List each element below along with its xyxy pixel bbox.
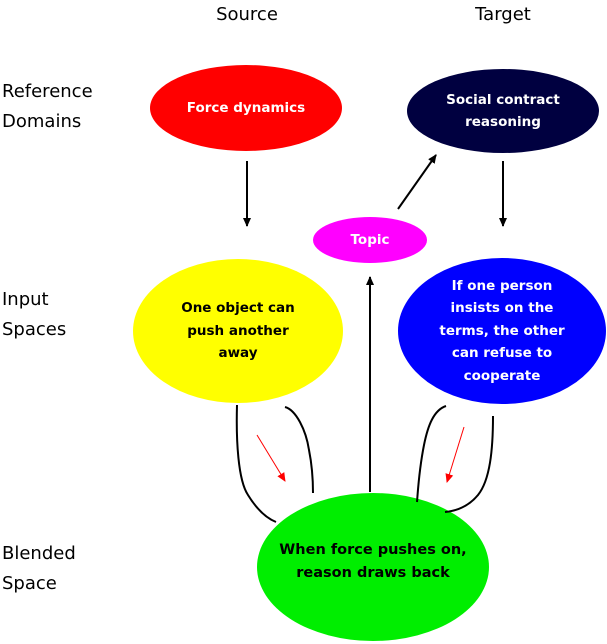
- target-input-ellipse: [398, 258, 606, 404]
- column-header-target: Target: [475, 4, 531, 25]
- topic-ellipse: [313, 217, 427, 263]
- blend-ellipse: [257, 493, 489, 641]
- projection-arrow-right: [445, 426, 465, 483]
- source-domain-label: Force dynamics: [186, 99, 306, 116]
- source-domain-ellipse: [150, 65, 342, 151]
- right-loop-inner-curve: [444, 415, 494, 513]
- target-domain-label: Social contract reasoning: [446, 91, 560, 131]
- projection-arrow-left: [256, 434, 286, 482]
- left-loop-outer-curve: [235, 404, 277, 523]
- target-domain-ellipse: [407, 69, 599, 153]
- row-label-input-spaces: Input Spaces: [2, 289, 67, 340]
- row-label-reference-domains: Reference Domains: [2, 81, 93, 132]
- arrow-topic-to-target-domain: [397, 154, 437, 210]
- topic-label: Topic: [350, 231, 390, 248]
- blend-label: When force pushes on, reason draws back: [279, 542, 467, 581]
- column-header-source: Source: [216, 4, 278, 25]
- source-input-label: One object can push another away: [181, 300, 295, 362]
- row-label-blended-space: Blended Space: [2, 543, 76, 594]
- right-loop-outer-curve: [416, 405, 447, 503]
- left-loop-inner-curve: [284, 406, 314, 494]
- source-input-ellipse: [133, 259, 343, 403]
- target-input-label: If one person insists on the terms, the …: [439, 277, 565, 384]
